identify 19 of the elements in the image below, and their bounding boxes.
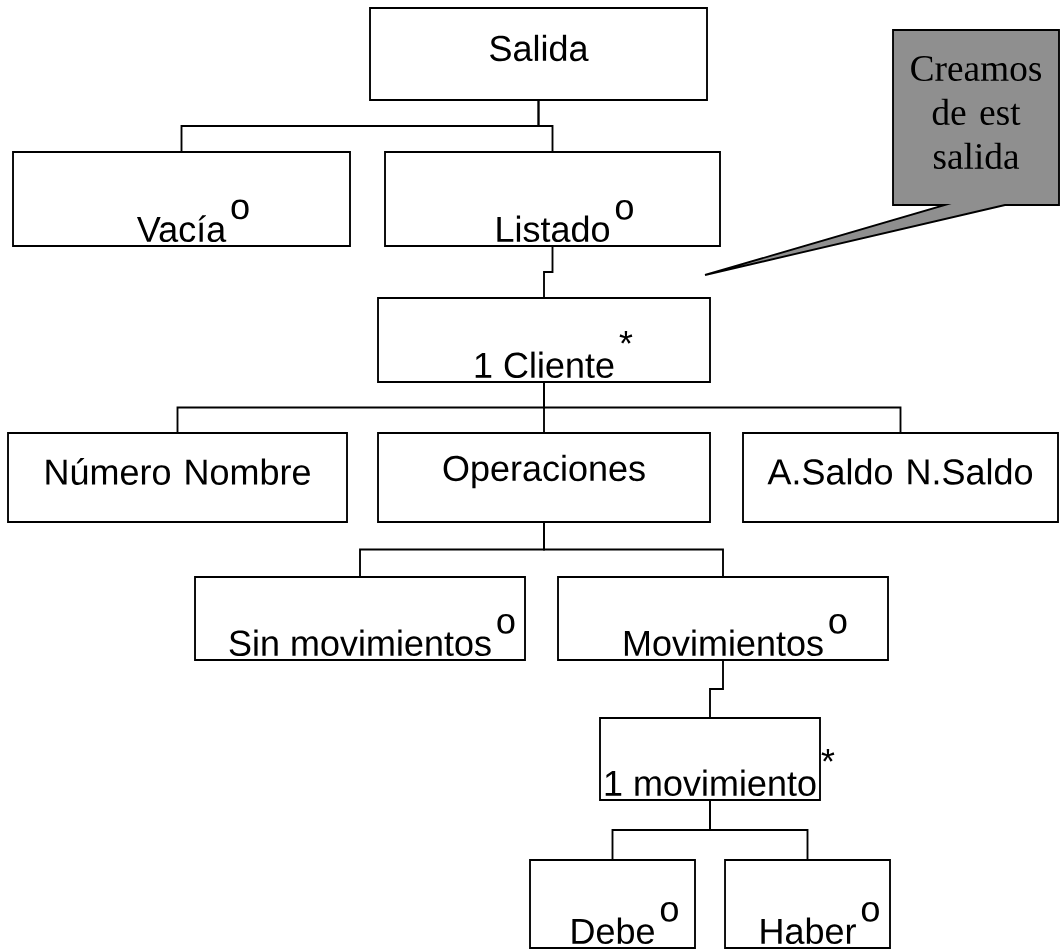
connector-line: [543, 522, 724, 577]
connector-line: [709, 660, 724, 718]
callout-bubble: Creamos de est salida: [704, 29, 1060, 276]
process-box: 1 Cliente *: [377, 297, 711, 383]
process-box: Haber o: [724, 859, 891, 949]
process-box: Salida: [369, 7, 708, 101]
process-box: Listado o: [384, 151, 721, 247]
process-box: Movimientos o: [557, 576, 889, 661]
process-box: 1 movimiento *: [599, 717, 835, 801]
connector-line: [709, 800, 809, 860]
process-box: Operaciones: [377, 432, 711, 523]
connector-line: [537, 100, 554, 152]
process-box: Debe o: [529, 859, 696, 949]
process-box: A.Saldo N.Saldo: [742, 432, 1059, 523]
process-box: Número Nombre: [7, 432, 348, 523]
process-box: Sin movimientos o: [194, 576, 526, 661]
process-box: Vacía o: [12, 151, 351, 247]
connector-line: [543, 246, 554, 298]
node-label: *: [821, 748, 835, 762]
